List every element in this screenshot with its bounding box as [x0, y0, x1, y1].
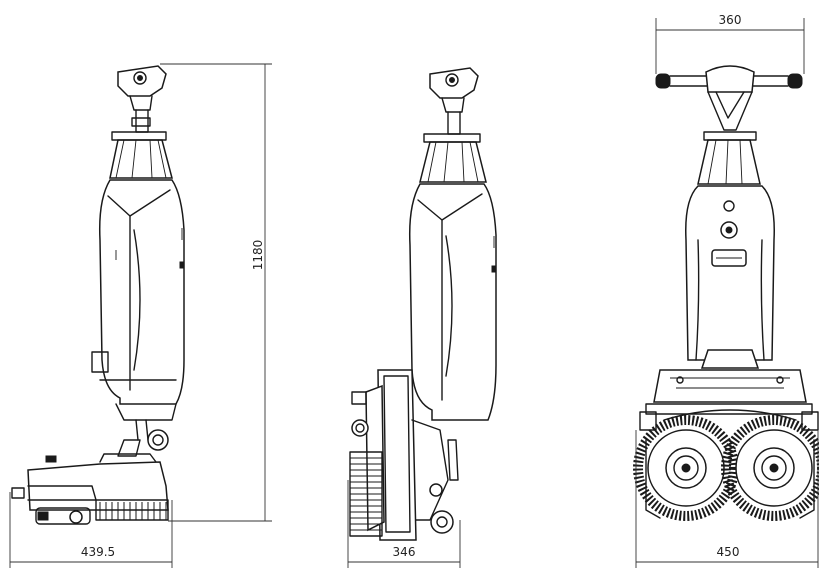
- height-label: 1180: [251, 240, 265, 271]
- front-handle-bar: [655, 65, 803, 131]
- depth-label: 346: [393, 545, 416, 559]
- side-brush: [95, 499, 169, 521]
- rear-side-view: [349, 67, 497, 541]
- side-length-dimension: 439.5: [9, 492, 173, 568]
- front-width-dimension: 450: [635, 430, 819, 568]
- handle-width-label: 360: [719, 13, 742, 27]
- length-label: 439.5: [81, 545, 115, 559]
- side-height-dimension: 1180: [160, 63, 272, 522]
- front-handle-width-dimension: 360: [655, 13, 805, 74]
- side-base: [27, 461, 169, 511]
- front-view: [633, 65, 819, 521]
- rear-main-body: [408, 183, 497, 421]
- front-main-body: [685, 185, 775, 361]
- main-body: [98, 179, 185, 405]
- right-disc-brush: [721, 415, 819, 521]
- side-view: [11, 65, 185, 525]
- handle-grip: [117, 65, 167, 133]
- rear-handle: [429, 67, 479, 135]
- left-disc-brush: [633, 415, 739, 521]
- front-base: [653, 369, 807, 403]
- rear-depth-dimension: 346: [347, 480, 461, 568]
- top-collar: [109, 139, 173, 179]
- rear-brush: [349, 451, 383, 537]
- front-width-label: 450: [717, 545, 740, 559]
